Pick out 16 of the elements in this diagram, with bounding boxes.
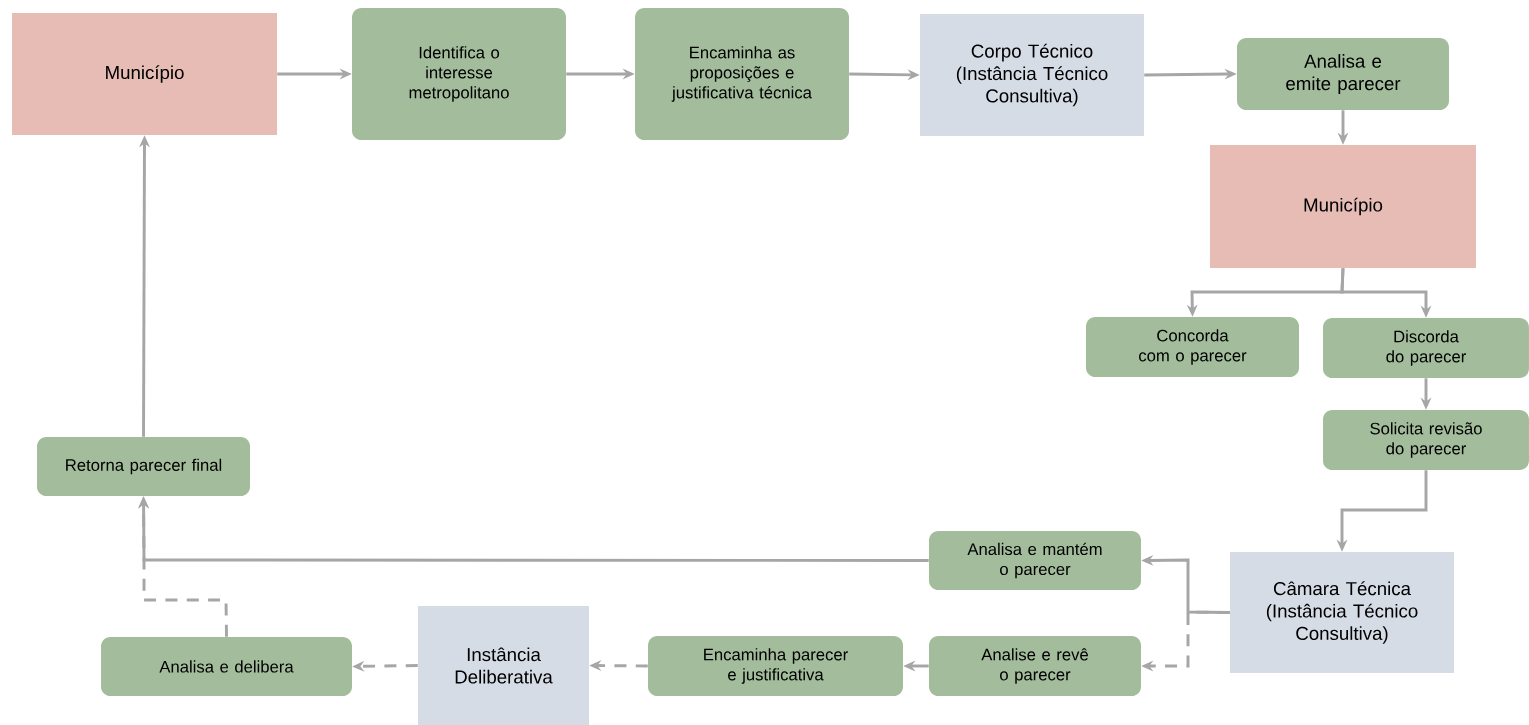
instance-box: Instância Deliberativa bbox=[418, 606, 589, 725]
process-box: Concorda com o parecer bbox=[1086, 317, 1299, 377]
process-box: Identifica o interesse metropolitano bbox=[352, 8, 566, 140]
process-box: Encaminha as proposições e justificativa técnica bbox=[635, 8, 849, 140]
instance-box: Câmara Técnica (Instância Técnico Consultiva) bbox=[1230, 552, 1454, 673]
process-box: Retorna parecer final bbox=[37, 437, 250, 496]
entity-box: Município bbox=[12, 13, 277, 135]
process-box: Solicita revisão do parecer bbox=[1323, 410, 1529, 470]
process-box: Discorda do parecer bbox=[1323, 318, 1529, 378]
instance-box: Corpo Técnico (Instância Técnico Consultiva) bbox=[920, 14, 1144, 136]
process-box: Analisa e emite parecer bbox=[1237, 38, 1449, 110]
process-box: Analisa e delibera bbox=[101, 637, 352, 696]
process-box: Analise e revê o parecer bbox=[929, 636, 1141, 696]
process-box: Encaminha parecer e justificativa bbox=[648, 636, 903, 696]
entity-box: Município bbox=[1210, 145, 1476, 268]
process-box: Analisa e mantém o parecer bbox=[929, 531, 1141, 590]
